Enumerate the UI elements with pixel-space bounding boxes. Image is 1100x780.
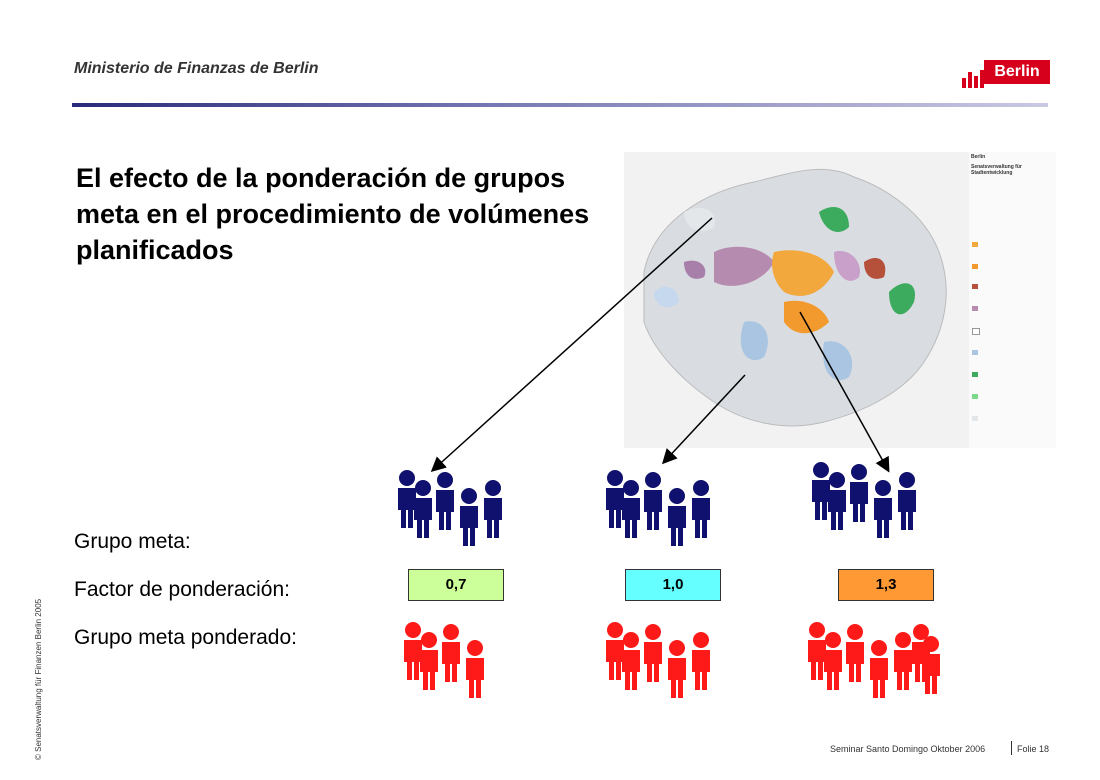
legend-swatch bbox=[972, 350, 978, 355]
person-icon bbox=[398, 470, 416, 528]
target-group-2 bbox=[606, 470, 726, 550]
logo-wordmark: Berlin bbox=[984, 60, 1050, 84]
person-icon bbox=[894, 632, 912, 690]
weighted-group-1 bbox=[404, 622, 490, 702]
weighted-group-3 bbox=[808, 622, 948, 702]
person-icon bbox=[828, 472, 846, 530]
legend-swatch bbox=[972, 242, 978, 247]
person-icon bbox=[812, 462, 830, 520]
person-icon bbox=[622, 632, 640, 690]
factor-box-2: 1,0 bbox=[625, 569, 721, 601]
target-group-1 bbox=[398, 470, 518, 550]
legend-swatch bbox=[972, 394, 978, 399]
legend-swatch bbox=[972, 306, 978, 311]
legend-heading: Senatsverwaltung für Stadtentwicklung bbox=[971, 164, 1022, 176]
person-icon bbox=[922, 636, 940, 694]
footer-separator bbox=[1011, 741, 1012, 755]
person-icon bbox=[850, 464, 868, 522]
person-icon bbox=[484, 480, 502, 538]
person-icon bbox=[692, 480, 710, 538]
person-icon bbox=[414, 480, 432, 538]
person-icon bbox=[846, 624, 864, 682]
copyright-vertical: © Senatsverwaltung für Finanzen Berlin 2… bbox=[34, 598, 43, 760]
arrow-to-group-3 bbox=[799, 311, 890, 473]
person-icon bbox=[606, 622, 624, 680]
weighted-group-2 bbox=[606, 622, 726, 702]
person-icon bbox=[824, 632, 842, 690]
person-icon bbox=[668, 488, 686, 546]
person-icon bbox=[808, 622, 826, 680]
footer-seminar: Seminar Santo Domingo Oktober 2006 bbox=[830, 744, 986, 754]
berlin-logo: Berlin bbox=[962, 60, 1050, 88]
ministry-title: Ministerio de Finanzas de Berlin bbox=[74, 60, 319, 77]
legend-swatch bbox=[972, 416, 978, 421]
factor-box-1: 0,7 bbox=[408, 569, 504, 601]
person-icon bbox=[404, 622, 422, 680]
factor-box-3: 1,3 bbox=[838, 569, 934, 601]
label-weighted-group: Grupo meta ponderado: bbox=[74, 626, 297, 649]
person-icon bbox=[460, 488, 478, 546]
legend-swatch bbox=[972, 264, 978, 269]
person-icon bbox=[466, 640, 484, 698]
legend-header: Berlin bbox=[971, 154, 986, 160]
person-icon bbox=[644, 472, 662, 530]
person-icon bbox=[442, 624, 460, 682]
map-legend: Berlin Senatsverwaltung für Stadtentwick… bbox=[969, 152, 1056, 448]
person-icon bbox=[874, 480, 892, 538]
header-divider bbox=[72, 103, 1048, 107]
person-icon bbox=[898, 472, 916, 530]
person-icon bbox=[870, 640, 888, 698]
legend-swatch bbox=[972, 284, 978, 289]
person-icon bbox=[668, 640, 686, 698]
target-group-3 bbox=[812, 462, 942, 542]
bear-bars-icon bbox=[962, 64, 986, 88]
slide-title: El efecto de la ponderación de grupos me… bbox=[76, 163, 590, 265]
arrow-to-group-1 bbox=[430, 217, 713, 473]
person-icon bbox=[606, 470, 624, 528]
label-target-group: Grupo meta: bbox=[74, 530, 191, 553]
legend-swatch bbox=[972, 372, 978, 377]
map-shape bbox=[643, 168, 947, 427]
footer-page: Folie 18 bbox=[1017, 744, 1050, 754]
berlin-cluster-map: Berlin Senatsverwaltung für Stadtentwick… bbox=[624, 152, 1056, 448]
person-icon bbox=[644, 624, 662, 682]
person-icon bbox=[622, 480, 640, 538]
person-icon bbox=[436, 472, 454, 530]
person-icon bbox=[420, 632, 438, 690]
person-icon bbox=[692, 632, 710, 690]
legend-swatch bbox=[972, 328, 980, 335]
label-weighting-factor: Factor de ponderación: bbox=[74, 578, 290, 601]
arrow-to-group-2 bbox=[661, 374, 746, 465]
